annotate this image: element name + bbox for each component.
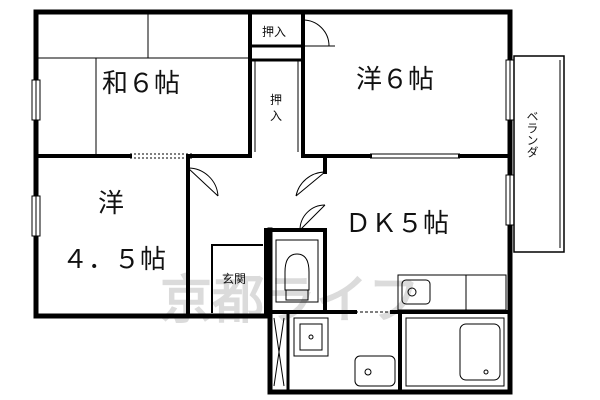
openings [130,60,460,313]
bathtub [405,317,505,387]
room-label-dk: ＤＫ５帖 [345,209,449,239]
balcony-label: ベランダ [525,110,539,158]
room-label-yoshitsu-6: 洋６帖 [356,65,434,95]
wash-basin [354,355,396,387]
entrance-step [273,317,285,387]
washer-space [293,317,329,357]
toilet-fixture [275,239,319,303]
room-label-yoshitsu-45-line1: 洋 [98,189,124,219]
interior-walls [34,10,512,394]
door-swings [187,19,335,231]
closet-label-oshiire-2-line1: 押 [270,93,282,107]
watermark-text: 京都ライフ [160,271,420,331]
room-label-genkan: 玄関 [222,271,246,286]
closet-label-oshiire-2-line2: 入 [270,109,282,123]
room-label-washitsu: 和６帖 [102,69,180,99]
kitchen-counter [397,274,507,311]
closet-label-oshiire-1: 押入 [262,25,286,39]
balcony [513,55,565,253]
room-label-yoshitsu-45-line2: ４．５帖 [62,245,166,275]
